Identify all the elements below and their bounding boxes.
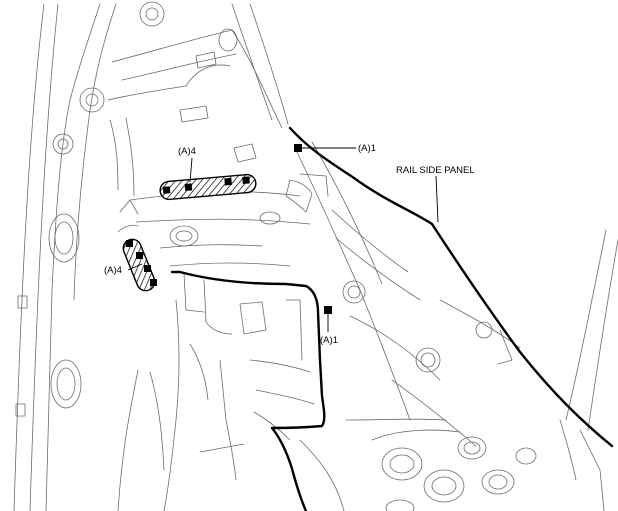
weld-spot-marker — [144, 265, 151, 272]
leader-a4-left — [127, 263, 143, 271]
leader-rail-side-panel — [435, 175, 439, 223]
weld-spot-marker — [184, 183, 193, 191]
callout-a1-top: (A)1 — [358, 143, 376, 154]
weld-spot-marker-a1-top — [294, 144, 302, 152]
callout-a4-top: (A)4 — [178, 146, 196, 157]
weld-spot-marker — [224, 177, 232, 186]
weld-spot-marker — [136, 252, 143, 259]
weld-spot-marker — [242, 176, 250, 184]
rail-side-panel-label: RAIL SIDE PANEL — [396, 165, 475, 176]
callout-a4-left: (A)4 — [104, 265, 122, 276]
weld-zone-upper — [159, 173, 257, 201]
weld-spot-marker-a1-bottom — [324, 306, 332, 314]
weld-spot-marker — [150, 279, 157, 286]
body-line-art — [13, 1, 618, 511]
leader-a4-top — [189, 157, 193, 183]
weld-spot-marker — [126, 240, 133, 247]
callout-a1-bottom: (A)1 — [320, 335, 338, 346]
rail-side-panel-outline — [170, 126, 614, 511]
weld-spot-marker — [162, 186, 171, 194]
